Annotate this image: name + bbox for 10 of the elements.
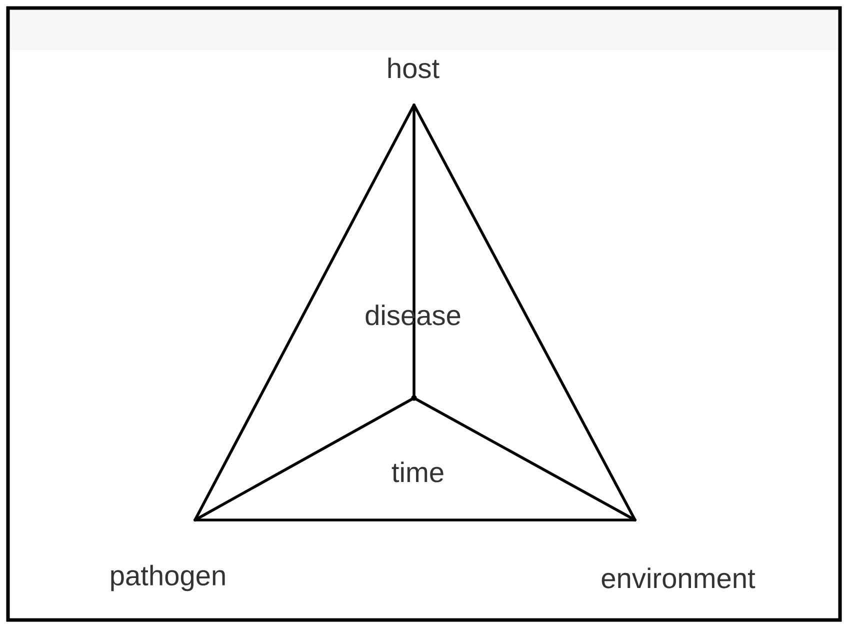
vertex-label: pathogen (111, 564, 225, 592)
vertex-label: environment (602, 568, 756, 588)
line (194, 104, 416, 522)
vertex-label: host (388, 58, 440, 78)
line (412, 396, 636, 522)
line (412, 104, 416, 400)
line (194, 518, 636, 522)
line (412, 104, 636, 522)
line (194, 396, 416, 522)
region-label: time (392, 462, 444, 482)
